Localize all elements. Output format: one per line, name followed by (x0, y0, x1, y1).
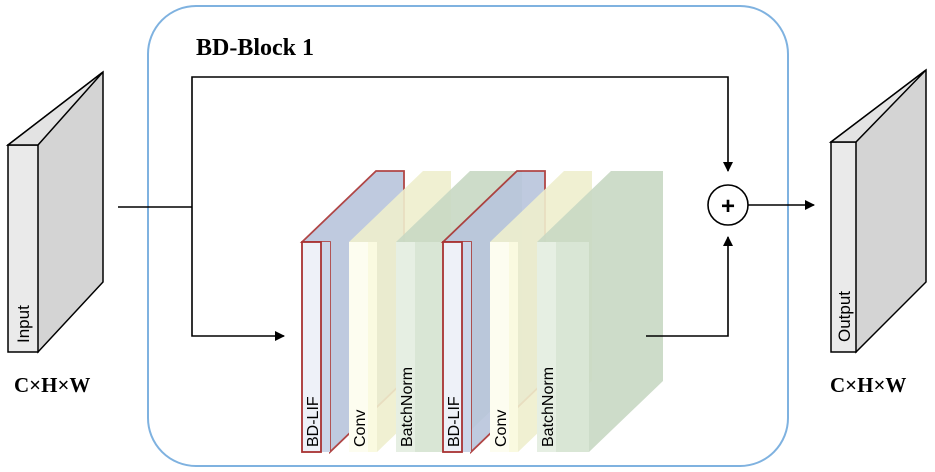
output-dims: C×H×W (830, 373, 906, 397)
main-branch-in (191, 207, 285, 341)
input-dims: C×H×W (14, 373, 90, 397)
layer-3-label: BatchNorm (399, 367, 416, 447)
add-operator: + (707, 184, 749, 226)
layer-stack: BD-LIF Conv BatchNorm BD-LIF Conv BatchNorm (299, 170, 663, 455)
output-label: Output (835, 291, 854, 342)
block-title: BD-Block 1 (196, 35, 314, 61)
input-tensor: Input (5, 70, 104, 354)
layer-6-bn: BatchNorm (537, 171, 663, 452)
layer-1-label: BD-LIF (305, 396, 322, 447)
layer-6-label: BatchNorm (540, 367, 557, 447)
bd-block-container (147, 5, 789, 467)
layer-4-label: BD-LIF (446, 396, 463, 447)
layer-5-label: Conv (493, 410, 510, 447)
connections (118, 76, 815, 341)
layer-2-label: Conv (352, 410, 369, 447)
skip-connection (191, 76, 733, 207)
input-label: Input (14, 305, 33, 343)
output-tensor: Output (828, 68, 927, 354)
add-symbol: + (721, 193, 735, 220)
main-branch-out (646, 236, 733, 337)
